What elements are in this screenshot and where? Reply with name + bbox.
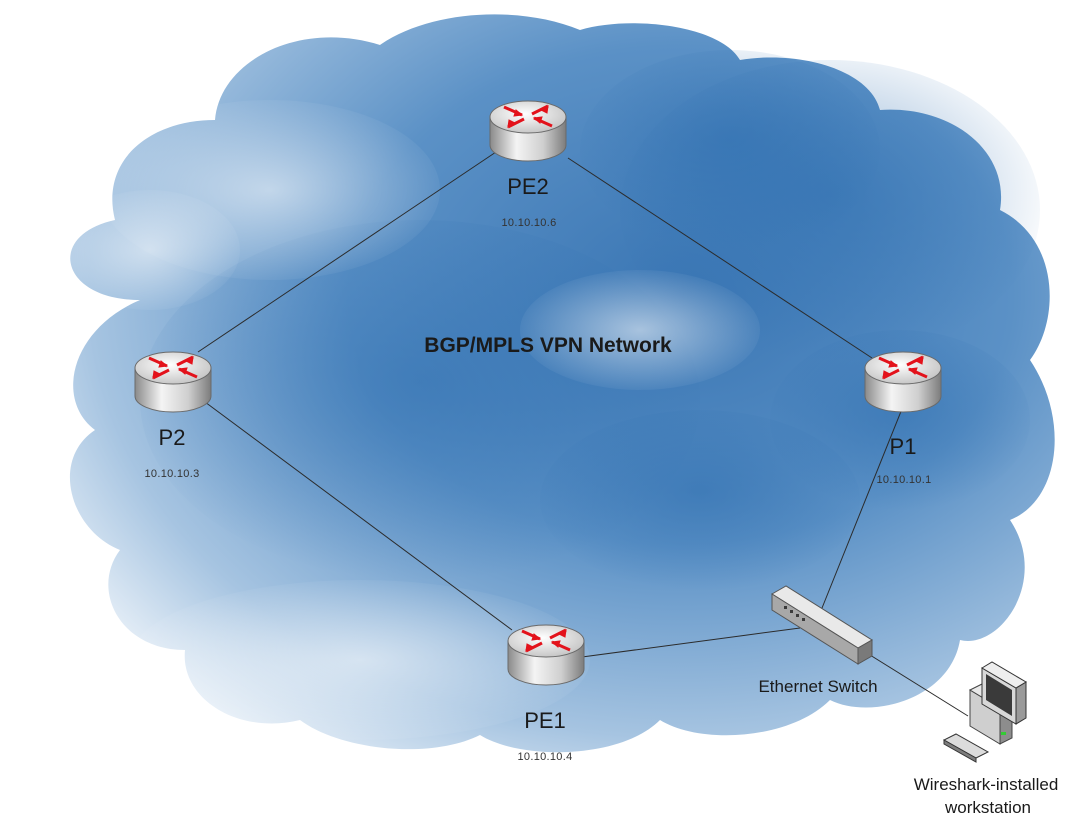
pe2-name-label: PE2 — [507, 174, 549, 199]
router-p2-icon — [133, 350, 213, 414]
ethernet-switch-icon — [771, 585, 873, 665]
link-pe2-p2 — [197, 151, 497, 353]
p1-ip-label: 10.10.10.1 — [876, 474, 932, 486]
link-p2-pe1 — [204, 401, 513, 631]
links — [197, 151, 969, 717]
switch-label: Ethernet Switch — [758, 677, 878, 696]
p2-ip-label: 10.10.10.3 — [144, 468, 200, 480]
pe1-ip-label: 10.10.10.4 — [517, 751, 573, 763]
router-pe2-icon — [488, 99, 568, 163]
link-switch-p1 — [817, 383, 913, 619]
p2-name-label: P2 — [158, 425, 186, 450]
network-cloud — [60, 14, 1055, 753]
workstation-label-line2: workstation — [945, 798, 1031, 817]
workstation-icon — [942, 661, 1027, 763]
link-pe2-p1 — [567, 157, 873, 359]
pe2-ip-label: 10.10.10.6 — [501, 217, 557, 229]
router-p1-icon — [863, 350, 943, 414]
link-pe1-switch — [581, 627, 801, 658]
link-switch-workstation — [861, 649, 969, 717]
workstation-label-line1: Wireshark-installed — [913, 775, 1059, 794]
router-pe1-icon — [506, 623, 586, 687]
pe1-name-label: PE1 — [524, 708, 566, 733]
network-title: BGP/MPLS VPN Network — [424, 334, 672, 357]
p1-name-label: P1 — [889, 434, 917, 459]
